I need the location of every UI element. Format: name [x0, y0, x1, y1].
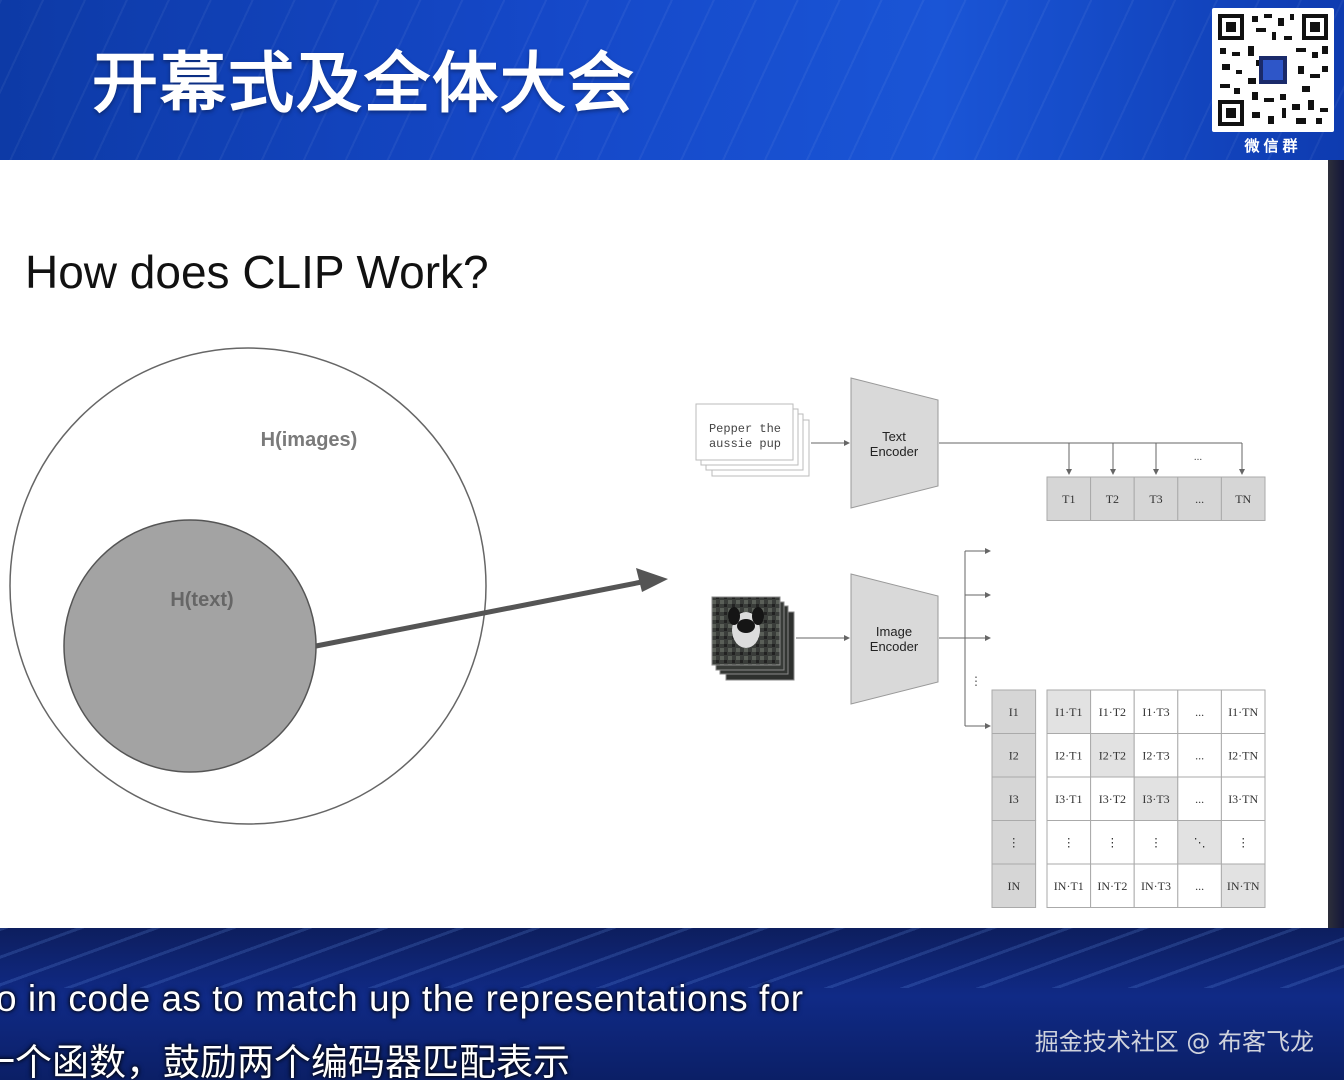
wechat-qr-code — [1212, 8, 1334, 132]
qr-label: 微信群 — [1244, 137, 1302, 155]
similarity-cell-3-1-box — [1090, 820, 1135, 865]
similarity-cell-1-1-label: I2·T2 — [1099, 748, 1126, 762]
slide-title: How does CLIP Work? — [25, 246, 489, 298]
conference-header: 开幕式及全体大会 — [0, 0, 1344, 160]
similarity-cell-1-1-box — [1090, 733, 1135, 778]
svg-text:⋮: ⋮ — [970, 674, 982, 688]
similarity-cell-4-3-label: ... — [1195, 879, 1204, 893]
similarity-cell-2-0-label: I3·T1 — [1055, 792, 1082, 806]
image-encoder-label-2: Encoder — [870, 639, 919, 654]
similarity-cell-1-4-label: I2·TN — [1228, 748, 1258, 762]
text-encoder — [850, 377, 939, 509]
similarity-cell-1-0-label: I2·T1 — [1055, 748, 1082, 762]
similarity-cell-4-2-label: IN·T3 — [1141, 879, 1171, 893]
image-input-cards — [711, 596, 795, 681]
text-embedding-4-box — [1220, 476, 1266, 521]
similarity-cell-3-4-box — [1220, 820, 1266, 865]
image-embedding-4-box — [991, 863, 1037, 908]
image-embedding-2-label: I3 — [1009, 792, 1019, 806]
similarity-cell-4-4-box — [1220, 863, 1266, 908]
similarity-cell-1-2-label: I2·T3 — [1142, 748, 1169, 762]
similarity-cell-0-4-label: I1·TN — [1228, 705, 1258, 719]
similarity-cell-2-4-label: I3·TN — [1228, 792, 1258, 806]
clip-diagram: H(images) H(text) Pepper the aussie pup … — [9, 347, 1266, 908]
text-embedding-3-box — [1177, 476, 1222, 521]
similarity-cell-3-1-label: ⋮ — [1106, 835, 1118, 849]
similarity-cell-4-0-label: IN·T1 — [1054, 879, 1084, 893]
similarity-cell-2-2-label: I3·T3 — [1142, 792, 1169, 806]
text-input-cards: Pepper the aussie pup — [695, 403, 810, 477]
image-embedding-0-box — [991, 689, 1037, 734]
similarity-cell-2-1-label: I3·T2 — [1099, 792, 1126, 806]
similarity-matrix: I1·T1 I1·T2 I1·T3... I1·TN I2·T1 I2·T2 I2·T3..… — [1046, 689, 1266, 908]
similarity-cell-0-0-label: I1·T1 — [1055, 705, 1082, 719]
text-encoder-label-1: Text — [882, 429, 906, 444]
image-encoder-label-1: Image — [876, 624, 912, 639]
text-input-line1: Pepper the — [709, 422, 781, 436]
text-embedding-1-label: T2 — [1106, 492, 1119, 506]
similarity-cell-3-2-label: ⋮ — [1150, 835, 1162, 849]
similarity-cell-2-3-label: ... — [1195, 792, 1204, 806]
similarity-cell-0-4-box — [1220, 689, 1266, 734]
text-embedding-2-label: T3 — [1149, 492, 1162, 506]
similarity-cell-2-2-box — [1133, 776, 1179, 821]
similarity-cell-4-1-label: IN·T2 — [1097, 879, 1127, 893]
conference-title: 开幕式及全体大会 — [92, 45, 636, 122]
similarity-cell-0-2-label: I1·T3 — [1142, 705, 1169, 719]
similarity-cell-3-3-label: ⋱ — [1194, 835, 1206, 849]
venn-inner-circle — [63, 519, 317, 773]
text-embedding-0-label: T1 — [1062, 492, 1075, 506]
text-encoder-label-2: Encoder — [870, 444, 919, 459]
venn-inner-label: H(text) — [170, 589, 233, 611]
similarity-cell-3-4-label: ⋮ — [1237, 835, 1249, 849]
similarity-cell-1-3-label: ... — [1195, 748, 1204, 762]
mapping-arrow — [315, 577, 653, 649]
similarity-cell-3-3-box — [1177, 820, 1222, 865]
similarity-cell-4-1-box — [1090, 863, 1135, 908]
text-embedding-0-box — [1046, 476, 1092, 521]
caption-bar: o in code as to match up the representat… — [0, 928, 1344, 1080]
similarity-cell-0-1-label: I1·T2 — [1099, 705, 1126, 719]
similarity-cell-3-0-box — [1046, 820, 1092, 865]
image-embedding-1-label: I2 — [1009, 748, 1019, 762]
image-embedding-3-label: ⋮ — [1008, 835, 1020, 849]
text-embedding-2-box — [1133, 476, 1179, 521]
footer-decoration — [0, 928, 1344, 988]
image-embedding-4-label: IN — [1007, 879, 1020, 893]
header-decoration — [0, 0, 1344, 160]
text-embedding-row: T1 T2 T3... TN — [1046, 476, 1266, 521]
branch-ellipsis: ... — [1194, 451, 1203, 463]
text-input-line2: aussie pup — [709, 437, 781, 451]
image-embedding-0-label: I1 — [1009, 705, 1019, 719]
text-embedding-3-label: ... — [1195, 492, 1204, 506]
text-embedding-1-box — [1090, 476, 1135, 521]
subtitle-chinese: 一个函数，鼓励两个编码器匹配表示 — [0, 1041, 570, 1080]
mapping-arrowhead — [636, 568, 668, 592]
watermark: 掘金技术社区 @ 布客飞龙 — [1034, 1028, 1314, 1056]
similarity-cell-1-3-box — [1177, 733, 1222, 778]
subtitle-english: o in code as to match up the representat… — [0, 978, 804, 1019]
similarity-cell-0-2-box — [1133, 689, 1179, 734]
similarity-cell-3-0-label: ⋮ — [1063, 835, 1075, 849]
slide-edge — [1328, 160, 1344, 928]
similarity-cell-0-0-box — [1046, 689, 1092, 734]
similarity-cell-1-0-box — [1046, 733, 1092, 778]
similarity-cell-0-3-label: ... — [1195, 705, 1204, 719]
image-embedding-2-box — [991, 776, 1037, 821]
similarity-cell-2-1-box — [1090, 776, 1135, 821]
venn-outer-label: H(images) — [261, 429, 358, 451]
image-embedding-3-box — [991, 820, 1037, 865]
image-embedding-1-box — [991, 733, 1037, 778]
similarity-cell-4-4-label: IN·TN — [1227, 879, 1260, 893]
similarity-cell-4-2-box — [1133, 863, 1179, 908]
text-embedding-4-label: TN — [1235, 492, 1251, 506]
presentation-slide: How does CLIP Work? H(images) H(text) — [0, 160, 1328, 928]
image-encoder — [850, 573, 939, 705]
